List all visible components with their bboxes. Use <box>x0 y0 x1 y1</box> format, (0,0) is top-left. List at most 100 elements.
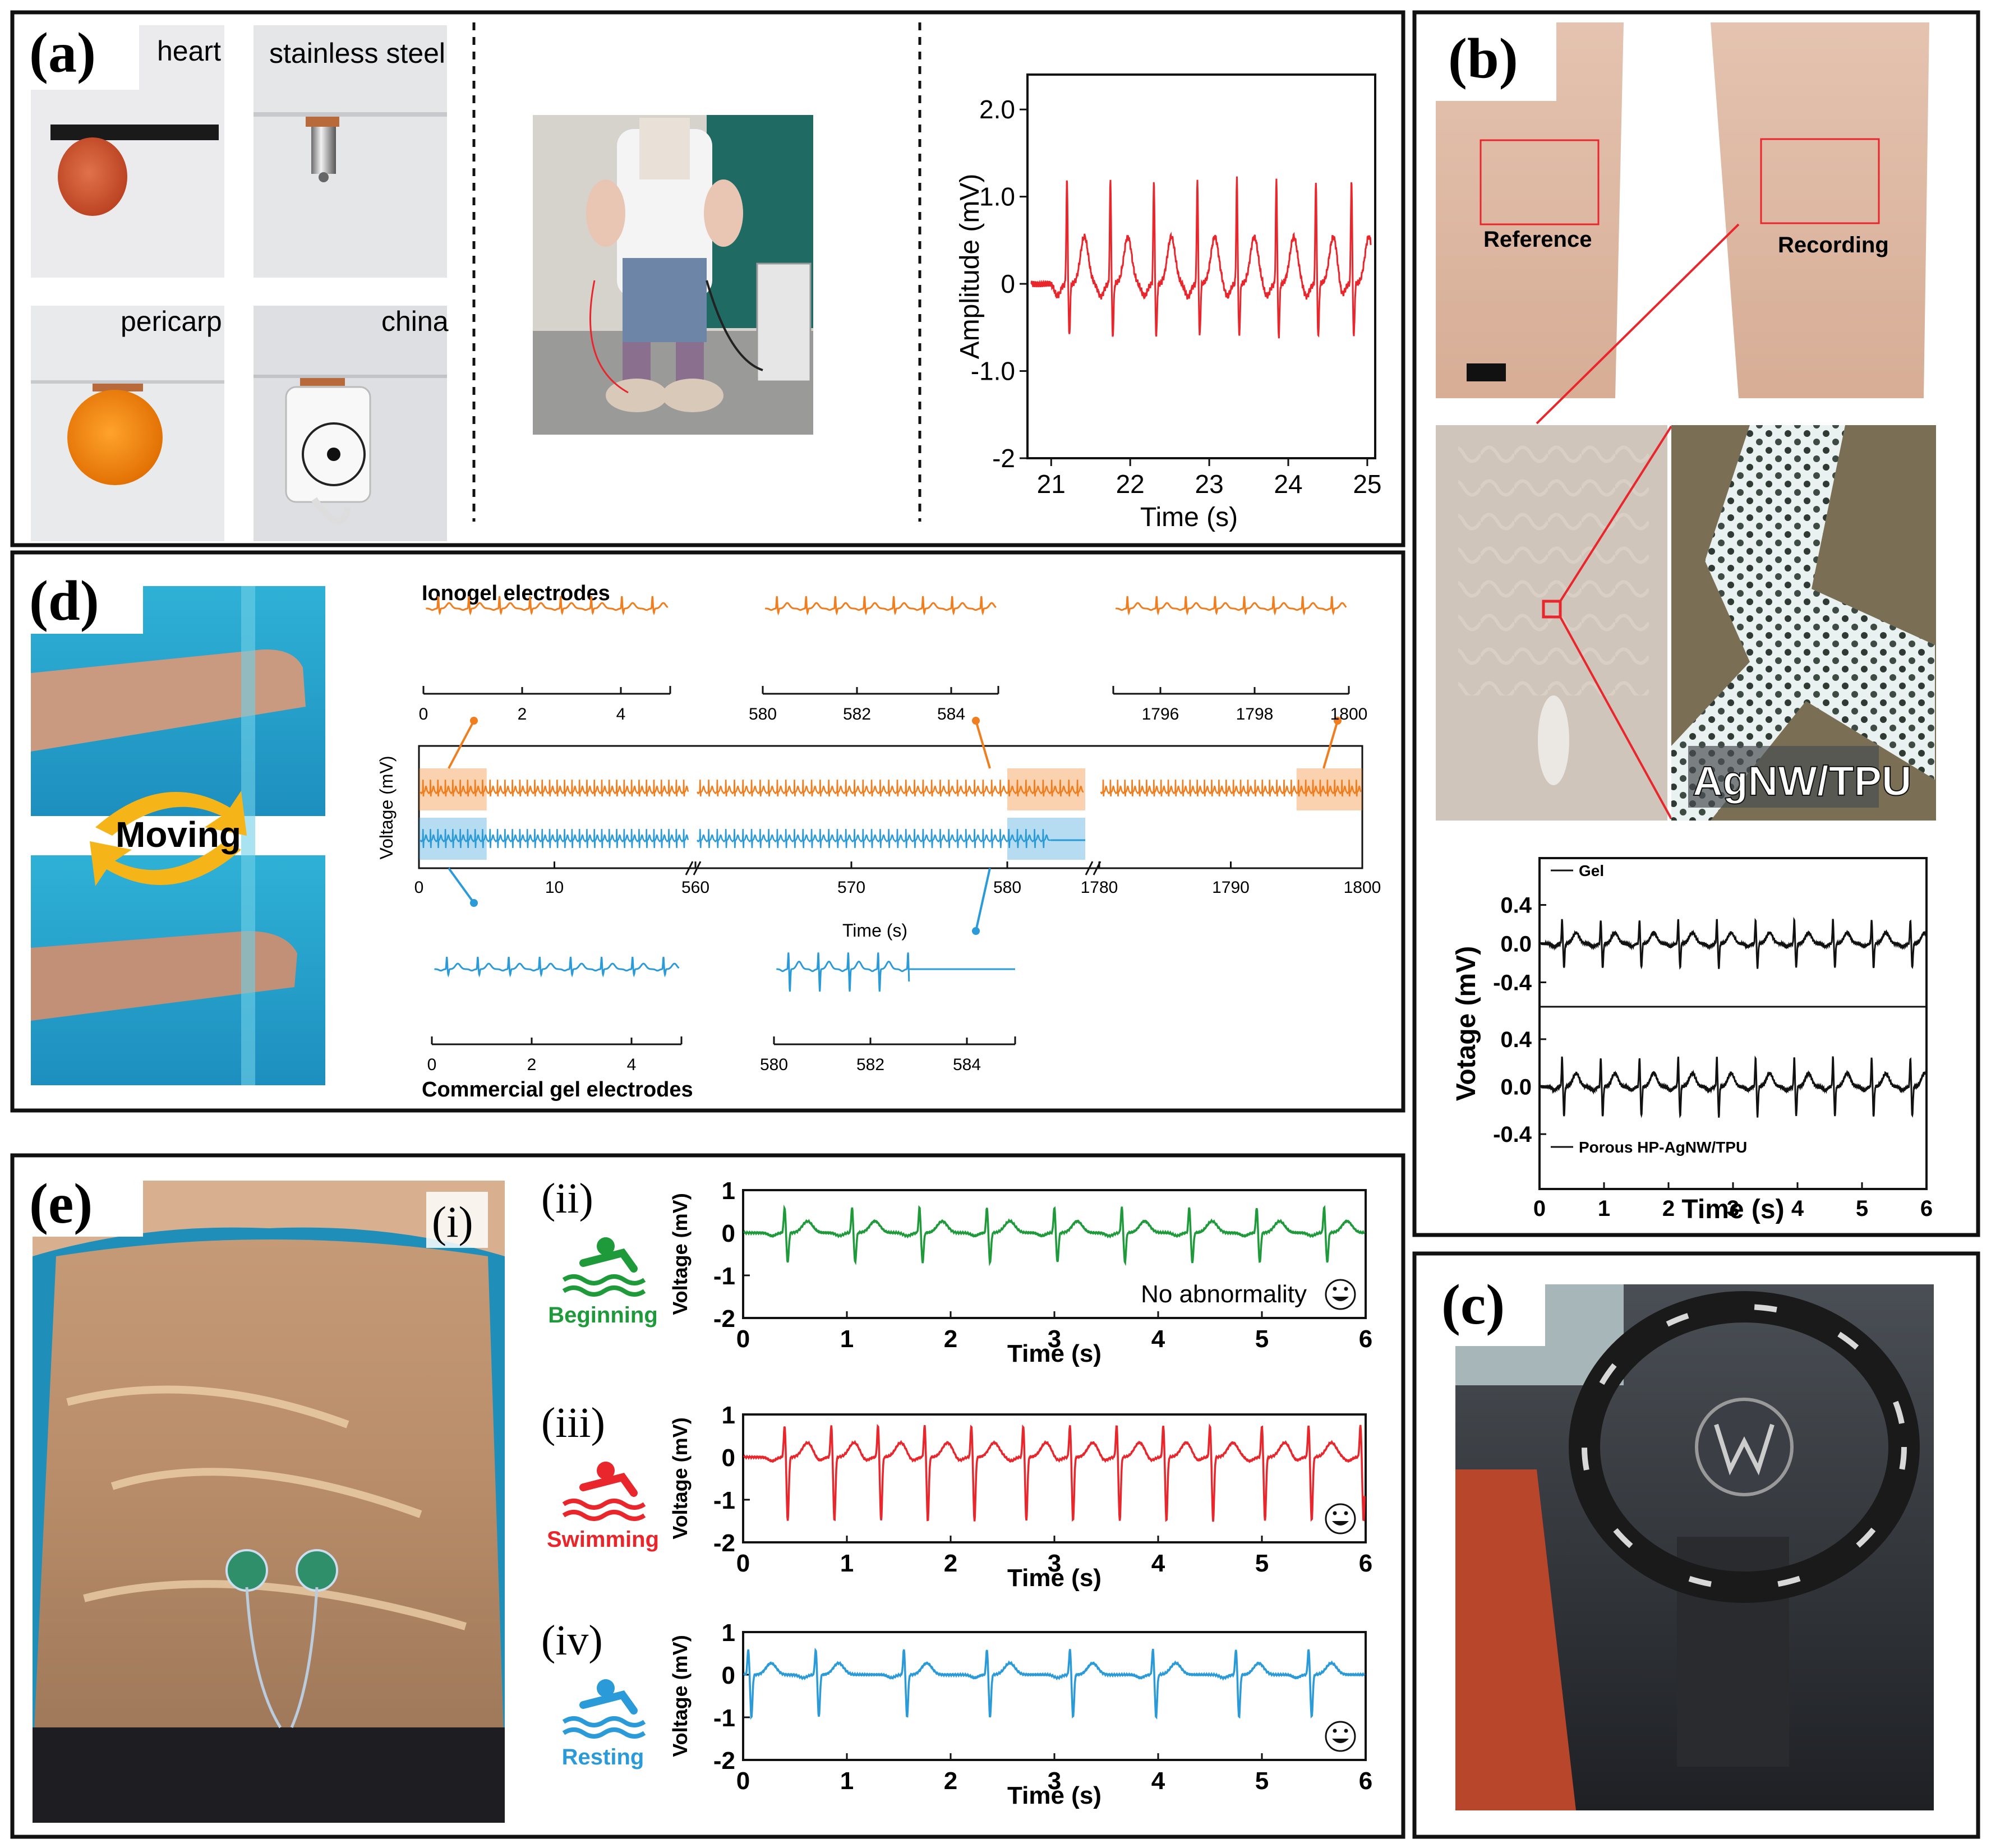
inset-tick-label: 1800 <box>1330 705 1368 723</box>
electrode-wires <box>245 1587 319 1729</box>
jeans <box>623 258 707 342</box>
inset-tick-label: 0 <box>419 705 428 723</box>
chart-a-series-line <box>1030 176 1372 339</box>
chart-a-xtick-label: 21 <box>1037 469 1066 499</box>
panel-label-b: (b) <box>1448 27 1518 90</box>
glass-plate-steel <box>254 112 447 117</box>
chart-e-xtick-label: 5 <box>1255 1767 1269 1795</box>
panel-c: (c) <box>1412 1251 1980 1839</box>
label-box-i <box>426 1192 488 1248</box>
photo-subject-seated <box>533 115 813 435</box>
state-icon-beginning-wave1 <box>562 1274 646 1285</box>
inset-tick-label: 1798 <box>1236 705 1274 723</box>
state-icon-beginning-head <box>597 1237 615 1255</box>
label-box-c <box>1425 1262 1545 1346</box>
chart-b-xlabel: Time (s) <box>1681 1195 1784 1224</box>
cup-shape <box>285 386 371 503</box>
chart-e-ytick-label: -2 <box>713 1747 735 1775</box>
state-label-beginning: Beginning <box>548 1303 658 1328</box>
smiley-icon-mouth <box>1332 1739 1349 1743</box>
copper-pad-steel <box>306 117 339 127</box>
chart-b-ytick-label: 0.0 <box>1500 932 1532 957</box>
chart-e-xlabel: Time (s) <box>1007 1782 1101 1809</box>
chart-b-ytick-label: -0.4 <box>1493 971 1532 996</box>
chart-a-xlabel: Time (s) <box>1140 503 1238 532</box>
panel-label-c: (c) <box>1441 1273 1505 1337</box>
chart-e-ytick-label: 1 <box>722 1402 735 1429</box>
photo-label-china: china <box>381 306 449 337</box>
electrode-right <box>296 1549 338 1592</box>
label-box-e <box>17 1161 143 1237</box>
smiley-icon <box>1325 1503 1356 1534</box>
chart-d-zoom-arrowhead-3 <box>470 899 478 907</box>
chart-b-xtick-label: 6 <box>1920 1196 1933 1221</box>
chart-b-series-porous <box>1540 1055 1927 1119</box>
reference-box <box>1480 139 1600 225</box>
state-icon-swimming-head <box>597 1462 615 1480</box>
chart-d-highlight-commercial-1 <box>1007 818 1085 860</box>
chart-d-highlight-ionogel-0 <box>419 768 487 810</box>
chart-d-xtick-label: 0 <box>414 878 424 897</box>
recording-box <box>1760 138 1880 224</box>
inset-tick-label: 1796 <box>1142 705 1179 723</box>
chart-b-ytick-label: -0.4 <box>1493 1122 1532 1147</box>
zoom-line-b-bottom <box>1559 616 1672 819</box>
chart-d-ionogel-trace-1 <box>697 780 1084 797</box>
chart-e-xtick-label: 3 <box>1048 1767 1061 1795</box>
smiley-icon-eye <box>1344 1511 1348 1515</box>
chart-e-ytick-label: -1 <box>713 1704 735 1732</box>
chart-d-xtick-label: 1780 <box>1081 878 1118 897</box>
zoom-box-b <box>1542 600 1562 619</box>
chart-d-xtick-label: 1790 <box>1212 878 1250 897</box>
chart-e-roman-label: (ii) <box>541 1175 593 1222</box>
chart-e-roman-label: (iii) <box>541 1399 605 1446</box>
state-icon-resting-head <box>597 1679 615 1697</box>
chart-e-ytick-label: 1 <box>722 1177 735 1205</box>
copper-pad-pericarp <box>93 384 143 391</box>
chart-d-ionogel-trace-2 <box>1100 780 1362 797</box>
electrode-pad <box>1538 695 1569 785</box>
inset-tick-label: 4 <box>627 1056 637 1074</box>
cup-flower-center <box>327 448 340 461</box>
inset-tick-label: 0 <box>427 1056 437 1074</box>
chart-e-ytick-label: 0 <box>722 1662 735 1689</box>
chart-e-series-beginning <box>743 1204 1366 1266</box>
smiley-icon-eye <box>1333 1511 1337 1515</box>
serpentine-pattern <box>1458 443 1649 695</box>
steel-weight-hook <box>319 172 329 182</box>
chart-d-zoom-arrowhead-1 <box>972 717 980 725</box>
copper-pad-china <box>300 378 345 386</box>
chart-e-series-resting <box>743 1647 1366 1720</box>
chart-d-zoom-arrow-4 <box>975 868 991 932</box>
chart-e-xlabel: Time (s) <box>1007 1340 1101 1367</box>
chart-d-ionogel-trace-0 <box>420 780 689 797</box>
label-box-b <box>1436 17 1556 101</box>
chart-d-zoom-arrowhead-2 <box>1334 717 1342 725</box>
swimmer-torso <box>33 1239 505 1767</box>
title-ionogel-electrodes: Ionogel electrodes <box>422 582 610 605</box>
title-commercial-gel-electrodes: Commercial gel electrodes <box>422 1078 693 1102</box>
state-icon-resting-wave2 <box>562 1727 646 1739</box>
chart-a-ytick-label: -2 <box>992 444 1015 473</box>
red-seat <box>1455 1469 1576 1810</box>
vw-logo <box>1695 1398 1794 1496</box>
chart-e-ytick-label: -1 <box>713 1487 735 1514</box>
chart-d-commercial-trace-1 <box>697 829 1051 849</box>
inset-trace-2 <box>1116 596 1347 616</box>
chart-d-xtick-label: 1800 <box>1344 878 1381 897</box>
photo-label-stainless-steel: stainless steel <box>269 38 445 69</box>
agnw-mesh <box>1671 425 1935 821</box>
swimmer-chest-above-water <box>33 1181 505 1256</box>
chart-a-frame <box>1026 73 1376 459</box>
chart-e-xtick-label: 0 <box>736 1325 750 1353</box>
chart-e-xtick-label: 3 <box>1048 1325 1061 1353</box>
cup-handle <box>311 497 351 525</box>
smiley-icon-eye <box>1344 1729 1348 1733</box>
chart-e-ylabel: Voltage (mV) <box>669 1417 692 1539</box>
inset-trace-4 <box>776 952 910 992</box>
right-shoe <box>662 379 723 412</box>
chart-d-zoom-arrow-3 <box>448 867 475 904</box>
